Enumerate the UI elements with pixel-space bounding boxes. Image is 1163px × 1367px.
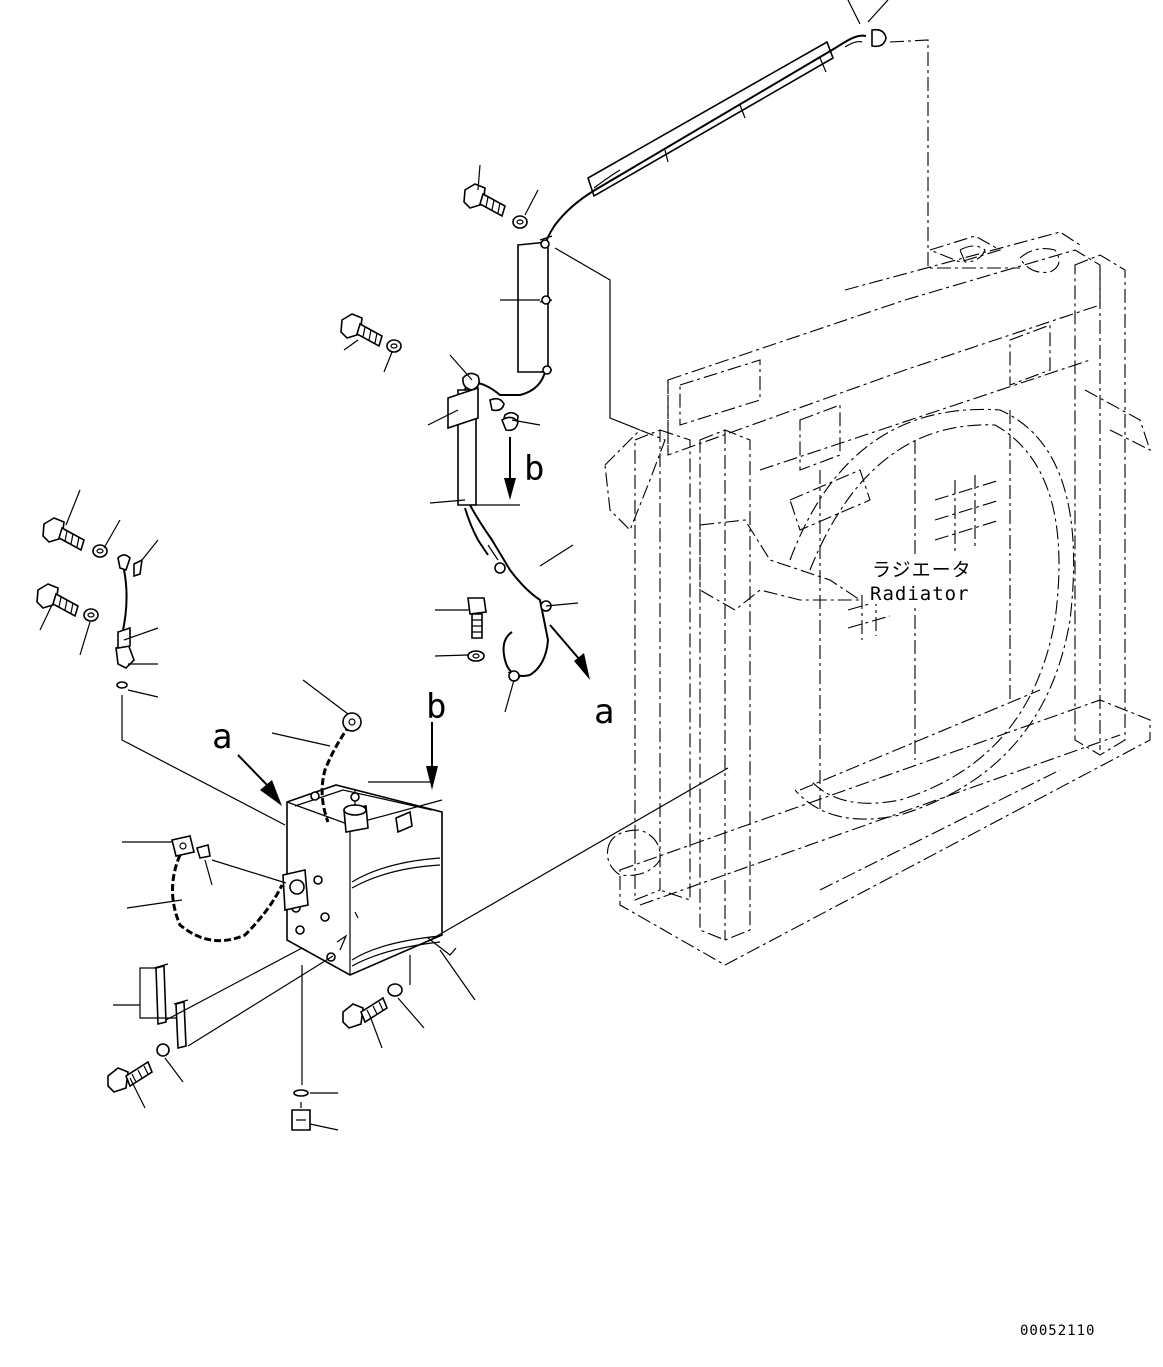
view-marker-b-lower: b xyxy=(426,687,446,727)
view-marker-a-upper: a xyxy=(594,692,614,732)
left-fasteners xyxy=(36,517,144,689)
view-markers xyxy=(237,437,590,806)
view-marker-b-upper: b xyxy=(524,449,544,489)
view-marker-a-lower: a xyxy=(212,717,232,757)
chains xyxy=(107,712,403,1131)
upper-fasteners xyxy=(340,183,528,662)
leader-lines xyxy=(39,164,729,1131)
radiator-label-jp: ラジエータ xyxy=(872,559,972,581)
drawing-number: 00052110 xyxy=(1020,1323,1095,1339)
reserve-tank xyxy=(282,784,457,976)
overflow-hose xyxy=(447,0,889,682)
radiator-label-en: Radiator xyxy=(870,583,970,605)
radiator-label-background xyxy=(866,556,972,604)
radiator-frame xyxy=(604,39,1151,966)
